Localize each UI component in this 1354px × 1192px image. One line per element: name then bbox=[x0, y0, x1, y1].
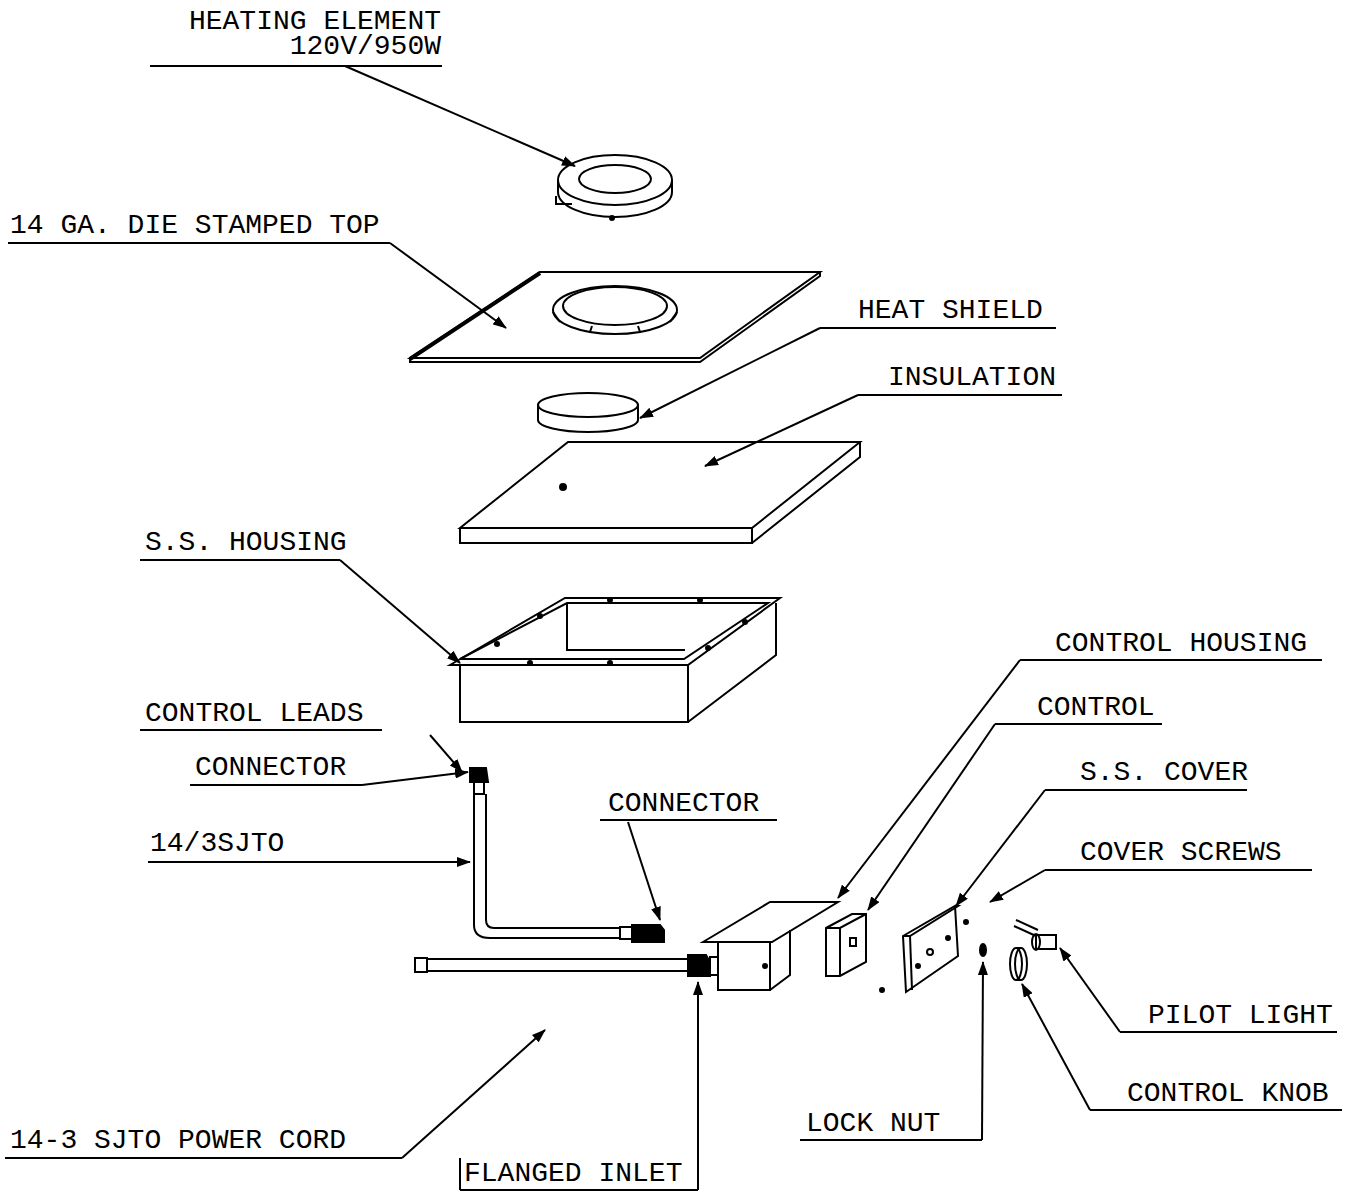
power-cord bbox=[415, 955, 718, 976]
heat-shield bbox=[538, 393, 638, 432]
ss-cover bbox=[903, 906, 968, 992]
part-label: HEATING ELEMENT 120V/950W bbox=[165, 9, 441, 59]
control-switch bbox=[826, 914, 884, 992]
part-label: INSULATION bbox=[888, 364, 1056, 392]
ss-housing bbox=[450, 598, 780, 722]
part-label: COVER SCREWS bbox=[1080, 839, 1282, 867]
part-label: LOCK NUT bbox=[806, 1110, 940, 1138]
part-label: HEAT SHIELD bbox=[858, 297, 1043, 325]
part-label: 14-3 SJTO POWER CORD bbox=[10, 1127, 346, 1155]
part-label: S.S. COVER bbox=[1080, 759, 1248, 787]
control-housing bbox=[703, 902, 838, 990]
stamped-top bbox=[410, 272, 820, 362]
insulation bbox=[460, 442, 860, 543]
part-label: CONTROL KNOB bbox=[1127, 1080, 1329, 1108]
leader-lines bbox=[5, 66, 1342, 1190]
part-label: CONTROL bbox=[1037, 694, 1155, 722]
part-label: CONNECTOR bbox=[195, 754, 346, 782]
part-label: FLANGED INLET bbox=[464, 1160, 682, 1188]
part-label: CONTROL HOUSING bbox=[1055, 630, 1307, 658]
part-label: 14/3SJTO bbox=[150, 830, 284, 858]
part-label: CONTROL LEADS bbox=[145, 700, 363, 728]
part-label: S.S. HOUSING bbox=[145, 529, 347, 557]
knob-and-light bbox=[980, 920, 1056, 980]
part-label: PILOT LIGHT bbox=[1148, 1002, 1333, 1030]
part-label: 14 GA. DIE STAMPED TOP bbox=[10, 212, 380, 240]
part-label: CONNECTOR bbox=[608, 790, 759, 818]
